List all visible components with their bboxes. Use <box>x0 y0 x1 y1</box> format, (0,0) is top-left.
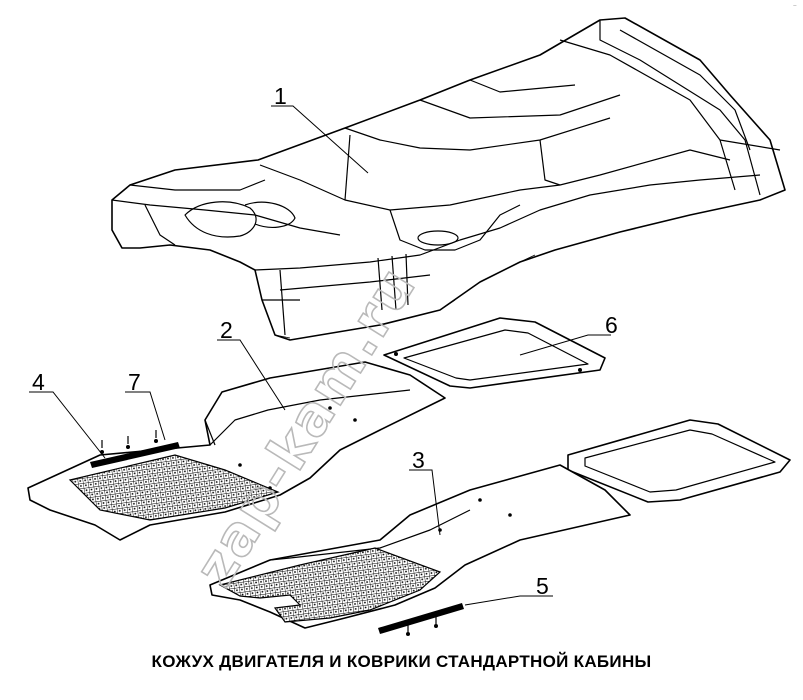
figure-caption: КОЖУХ ДВИГАТЕЛЯ И КОВРИКИ СТАНДАРТНОЙ КА… <box>151 652 652 671</box>
callout-7: 7 <box>128 369 141 395</box>
engine-cover-part-1 <box>111 17 786 341</box>
callout-5: 5 <box>536 573 549 599</box>
callout-1: 1 <box>274 83 287 109</box>
callout-2: 2 <box>220 317 233 343</box>
panel-part-6 <box>383 317 606 389</box>
leader-lines <box>29 105 611 606</box>
floor-mat-part-3 <box>209 464 631 629</box>
callout-4: 4 <box>32 369 45 395</box>
corner-mark: ⁻ <box>792 2 797 11</box>
callout-6: 6 <box>605 312 618 338</box>
trim-strip-part-5 <box>378 603 464 636</box>
callout-3: 3 <box>412 447 425 473</box>
floor-mat-part-2 <box>27 361 446 541</box>
panel-lower <box>567 419 791 503</box>
